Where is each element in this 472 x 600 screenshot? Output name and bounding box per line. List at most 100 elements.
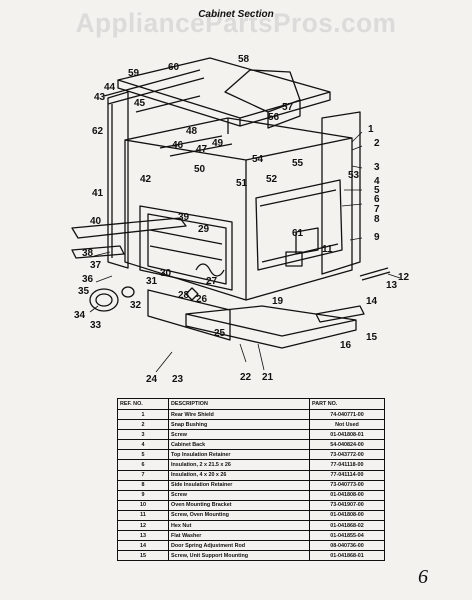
callout-1: 1 bbox=[368, 124, 374, 135]
callout-40: 40 bbox=[90, 216, 102, 227]
row-description: Rear Wire Shield bbox=[168, 408, 310, 421]
callout-34: 34 bbox=[74, 310, 86, 321]
callout-21: 21 bbox=[262, 372, 274, 383]
callout-28: 28 bbox=[178, 290, 190, 301]
row-description: Snap Bushing bbox=[168, 419, 310, 431]
row-description: Cabinet Back bbox=[168, 439, 310, 451]
callout-57: 57 bbox=[282, 102, 294, 113]
callout-7: 7 bbox=[374, 204, 380, 215]
row-part-no: 73-043772-00 bbox=[309, 449, 385, 461]
callout-2: 2 bbox=[374, 138, 380, 149]
row-description: Door Spring Adjustment Rod bbox=[168, 540, 310, 552]
callout-4: 4 bbox=[374, 176, 380, 187]
callout-49: 49 bbox=[212, 138, 224, 149]
callout-50: 50 bbox=[194, 164, 206, 175]
callout-42: 42 bbox=[140, 174, 152, 185]
callout-47: 47 bbox=[196, 144, 208, 155]
section-title: Cabinet Section bbox=[198, 9, 274, 20]
row-part-no: 08-040736-00 bbox=[309, 540, 385, 552]
callout-14: 14 bbox=[366, 296, 378, 307]
callout-30: 30 bbox=[160, 268, 172, 279]
callout-36: 36 bbox=[82, 274, 94, 285]
callout-29: 29 bbox=[198, 224, 210, 235]
row-ref-no: 13 bbox=[117, 530, 169, 542]
header-part-no: PART NO. bbox=[309, 398, 385, 410]
row-part-no: 77-041114-00 bbox=[309, 469, 385, 481]
callout-46: 46 bbox=[172, 140, 184, 151]
callout-44: 44 bbox=[104, 82, 116, 93]
row-description: Insulation, 2 x 21.5 x 26 bbox=[168, 459, 310, 471]
row-ref-no: 8 bbox=[117, 479, 169, 491]
callout-43: 43 bbox=[94, 92, 106, 103]
callout-31: 31 bbox=[146, 276, 158, 287]
row-description: Side Insulation Retainer bbox=[168, 479, 310, 491]
callout-62: 62 bbox=[92, 126, 104, 137]
callout-45: 45 bbox=[134, 98, 146, 109]
callout-59: 59 bbox=[128, 68, 140, 79]
row-part-no: 54-040824-00 bbox=[309, 439, 385, 451]
row-ref-no: 12 bbox=[117, 520, 169, 532]
header-ref-no: REF. NO. bbox=[117, 398, 169, 410]
callout-19: 19 bbox=[272, 296, 284, 307]
callout-9: 9 bbox=[374, 232, 380, 243]
row-description: Screw, Unit Support Mounting bbox=[168, 550, 310, 562]
row-description: Hex Nut bbox=[168, 520, 310, 532]
page-number-mark: 6 bbox=[418, 566, 428, 588]
callout-54: 54 bbox=[252, 154, 264, 165]
row-part-no: 01-041808-01 bbox=[309, 429, 385, 441]
row-part-no: 74-040771-00 bbox=[309, 408, 385, 421]
callout-27: 27 bbox=[206, 276, 218, 287]
table-header-row: REF. NO. DESCRIPTION PART NO. bbox=[117, 398, 385, 410]
callout-11: 11 bbox=[322, 244, 333, 255]
row-ref-no: 9 bbox=[117, 489, 169, 501]
row-ref-no: 2 bbox=[117, 419, 169, 431]
row-description: Oven Mounting Bracket bbox=[168, 499, 310, 511]
callout-61: 61 bbox=[292, 228, 304, 239]
row-ref-no: 11 bbox=[117, 509, 169, 522]
row-description: Flat Washer bbox=[168, 530, 310, 542]
callout-16: 16 bbox=[340, 340, 352, 351]
callout-38: 38 bbox=[82, 248, 94, 259]
callout-55: 55 bbox=[292, 158, 304, 169]
row-part-no: 01-041868-02 bbox=[309, 520, 385, 532]
row-description: Top Insulation Retainer bbox=[168, 449, 310, 461]
row-part-no: 77-041118-00 bbox=[309, 459, 385, 471]
row-part-no: Not Used bbox=[309, 419, 385, 431]
row-part-no: 73-041907-00 bbox=[309, 499, 385, 511]
callout-35: 35 bbox=[78, 286, 90, 297]
row-ref-no: 7 bbox=[117, 469, 169, 481]
row-description: Screw bbox=[168, 489, 310, 501]
row-ref-no: 10 bbox=[117, 499, 169, 511]
row-part-no: 01-041808-00 bbox=[309, 509, 385, 522]
callout-52: 52 bbox=[266, 174, 278, 185]
callout-56: 56 bbox=[268, 112, 280, 123]
callout-24: 24 bbox=[146, 374, 158, 385]
callout-6: 6 bbox=[374, 194, 380, 205]
row-ref-no: 4 bbox=[117, 439, 169, 451]
callout-13: 13 bbox=[386, 280, 398, 291]
row-ref-no: 1 bbox=[117, 408, 169, 421]
header-description: DESCRIPTION bbox=[168, 398, 310, 410]
callout-5: 5 bbox=[374, 185, 380, 196]
row-description: Screw, Oven Mounting bbox=[168, 509, 310, 522]
row-part-no: 73-040773-00 bbox=[309, 479, 385, 491]
callout-58: 58 bbox=[238, 54, 250, 65]
row-ref-no: 3 bbox=[117, 429, 169, 441]
row-description: Screw bbox=[168, 429, 310, 441]
row-part-no: 01-041868-01 bbox=[309, 550, 385, 562]
callout-15: 15 bbox=[366, 332, 378, 343]
